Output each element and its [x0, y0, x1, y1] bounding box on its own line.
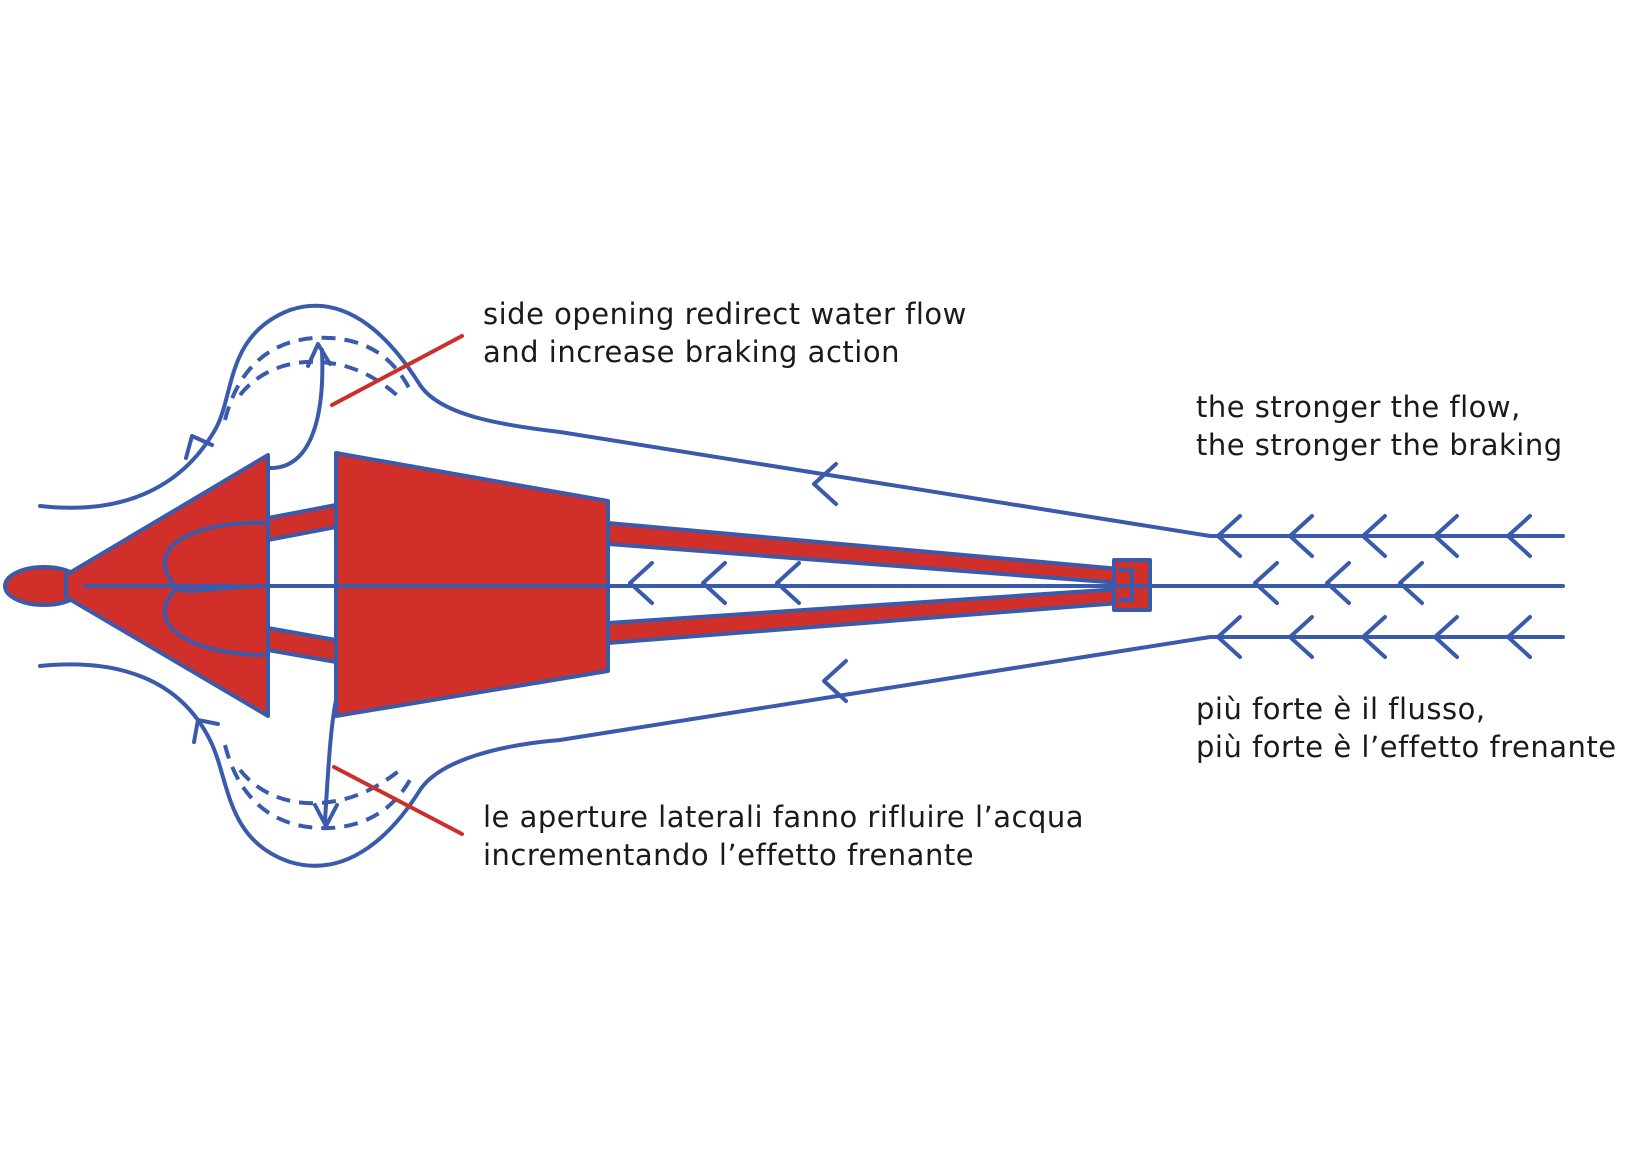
label-line: più forte è l’effetto frenante — [1196, 730, 1617, 764]
label-line: and increase braking action — [483, 335, 900, 369]
label-stronger-flow-it: più forte è il flusso, più forte è l’eff… — [1196, 690, 1617, 766]
eddy-top-1 — [223, 335, 412, 421]
return-arrows — [184, 342, 339, 828]
chevron-left-icon — [1433, 615, 1459, 659]
flow-direction-chevrons — [628, 462, 1532, 703]
streamline-bottom-return — [323, 698, 338, 822]
nose-flow-upper — [162, 520, 270, 593]
nose-flow-lower — [162, 588, 270, 658]
eddy-bottom-1 — [223, 744, 412, 831]
chevron-left-icon — [1506, 514, 1532, 558]
label-line: the stronger the flow, — [1196, 390, 1521, 424]
chevron-left-icon — [775, 561, 801, 605]
chevron-left-icon — [1506, 615, 1532, 659]
chevron-left-icon — [1288, 615, 1314, 659]
leader-top — [330, 334, 464, 407]
chevron-left-icon — [1288, 514, 1314, 558]
label-side-opening-it: le aperture laterali fanno rifluire l’ac… — [483, 798, 1084, 874]
chevron-left-icon — [1216, 514, 1242, 558]
outer-flow — [38, 303, 1565, 868]
chevron-left-icon — [1433, 514, 1459, 558]
chevron-left-icon — [812, 462, 838, 506]
label-line: incrementando l’effetto frenante — [483, 838, 975, 872]
inner-flow — [83, 520, 1565, 658]
connector-strut-upper — [266, 503, 338, 542]
label-line: side opening redirect water flow — [483, 297, 967, 331]
chevron-down-icon — [313, 803, 339, 828]
chevron-left-icon — [822, 659, 848, 703]
streamline-top-return — [266, 348, 325, 471]
leader-bottom — [332, 765, 464, 836]
chevron-up-icon — [192, 718, 220, 744]
streamline-top-outer — [38, 303, 1565, 538]
eddy-bottom-2 — [238, 768, 402, 806]
label-line: più forte è il flusso, — [1196, 692, 1486, 726]
chevron-left-icon — [1361, 615, 1387, 659]
chevron-up-icon — [184, 434, 214, 460]
bridle-arm-upper — [606, 521, 1122, 585]
chevron-left-icon — [1398, 561, 1424, 605]
chevron-left-icon — [1216, 615, 1242, 659]
chevron-left-icon — [1361, 514, 1387, 558]
label-stronger-flow-en: the stronger the flow, the stronger the … — [1196, 388, 1563, 464]
streamline-bottom-outer — [38, 635, 1565, 868]
bridle-arm-lower — [606, 587, 1122, 645]
label-line: le aperture laterali fanno rifluire l’ac… — [483, 800, 1085, 834]
label-side-opening-en: side opening redirect water flow and inc… — [483, 295, 967, 371]
leader-lines — [330, 334, 464, 836]
chevron-left-icon — [628, 561, 654, 605]
chevron-left-icon — [1253, 561, 1279, 605]
chevron-up-icon — [306, 342, 332, 368]
label-line: the stronger the braking — [1196, 428, 1563, 462]
connector-strut-lower — [266, 626, 338, 664]
chevron-left-icon — [701, 561, 727, 605]
chevron-left-icon — [1325, 561, 1351, 605]
